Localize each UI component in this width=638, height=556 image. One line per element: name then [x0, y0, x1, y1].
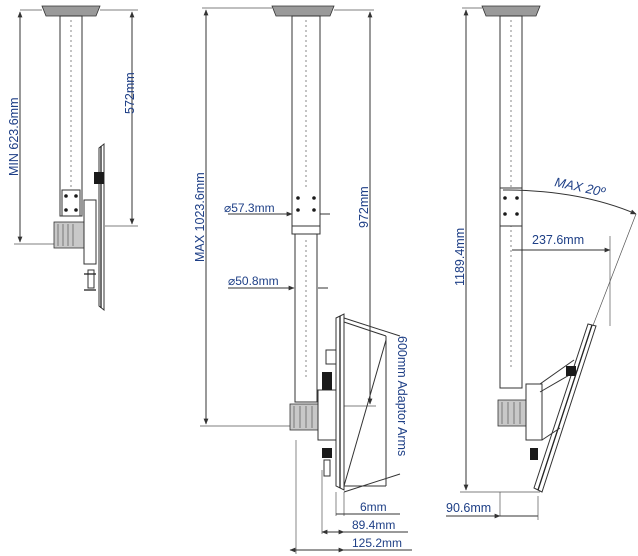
depth-6mm-label: 6mm — [360, 500, 387, 514]
plate-offset-label: 90.6mm — [446, 501, 491, 515]
max-inner-height-label: 972mm — [357, 186, 371, 228]
max-height-view: ⌀57.3mm ⌀50.8mm MAX 1023.6mm 972mm 600mm… — [193, 5, 412, 554]
tilted-total-height-label: 1189.4mm — [453, 228, 467, 286]
arm-reach-label: 237.6mm — [532, 233, 584, 247]
ceiling-plate-3 — [481, 5, 541, 17]
depth-125-label: 125.2mm — [352, 536, 402, 550]
lower-diameter-label: ⌀50.8mm — [228, 274, 279, 288]
depth-89-label: 89.4mm — [352, 518, 395, 532]
adaptor-arms-label: 600mm Adaptor Arms — [395, 336, 409, 456]
upper-tube — [291, 15, 321, 233]
min-height-view: MIN 623.6mm 572mm — [7, 5, 138, 312]
tilt-head — [53, 221, 87, 249]
max-tilt-label: MAX 20º — [553, 174, 607, 200]
ceiling-plate — [41, 5, 101, 17]
max-height-label: MAX 1023.6mm — [193, 172, 207, 262]
upper-diameter-label: ⌀57.3mm — [224, 201, 275, 215]
tilted-view: MAX 20º 237.6mm 1189.4mm 90.6mm — [446, 5, 637, 520]
min-inner-height-label: 572mm — [123, 72, 137, 114]
lower-tube — [294, 233, 318, 403]
min-height-label: MIN 623.6mm — [7, 98, 21, 177]
ceiling-plate-2 — [271, 5, 335, 17]
